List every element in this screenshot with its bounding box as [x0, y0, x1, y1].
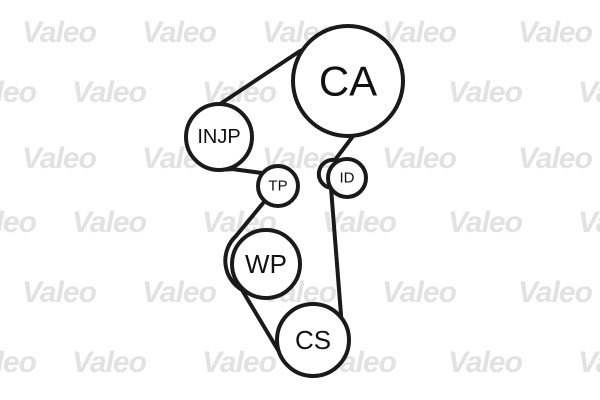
watermark-layer: Valeo Valeo Valeo Valeo Valeo Valeo Vale…	[0, 16, 600, 379]
watermark: Valeo	[382, 16, 457, 49]
pulley-cs: CS	[275, 302, 351, 378]
watermark: Valeo	[448, 346, 523, 379]
pulley-wp: WP	[230, 228, 302, 300]
pulley-id-circle	[326, 157, 368, 199]
pulley-id: ID	[326, 157, 368, 199]
pulley-wp-label: WP	[245, 249, 287, 279]
watermark: Valeo	[0, 206, 37, 239]
pulley-cs-label: CS	[295, 325, 331, 355]
watermark: Valeo	[382, 142, 457, 175]
pulley-ca-label: CA	[319, 58, 377, 105]
watermark: Valeo	[22, 142, 97, 175]
pulley-ca-circle	[291, 24, 405, 138]
watermark: Valeo	[22, 16, 97, 49]
watermark: Valeo	[72, 206, 147, 239]
pulley-tp: TP	[256, 164, 300, 208]
watermark: Valeo	[72, 346, 147, 379]
watermark: Valeo	[448, 76, 523, 109]
watermark: Valeo	[518, 142, 593, 175]
watermark: Valeo	[0, 76, 37, 109]
pulley-injp-label: INJP	[197, 126, 240, 148]
watermark: Valeo	[142, 276, 217, 309]
watermark: Valeo	[578, 206, 600, 239]
watermark: Valeo	[578, 76, 600, 109]
watermark: Valeo	[202, 346, 277, 379]
watermark: Valeo	[72, 76, 147, 109]
watermark: Valeo	[578, 346, 600, 379]
watermark: Valeo	[22, 276, 97, 309]
pulley-tp-circle	[256, 164, 300, 208]
pulley-wp-circle	[230, 228, 302, 300]
pulley-injp: INJP	[184, 102, 254, 172]
pulley-injp-circle	[184, 102, 254, 172]
pulley-tp-label: TP	[268, 178, 287, 195]
watermark: Valeo	[142, 16, 217, 49]
watermark: Valeo	[518, 16, 593, 49]
pulley-id-label: ID	[340, 170, 355, 187]
watermark: Valeo	[382, 276, 457, 309]
watermark: Valeo	[0, 346, 37, 379]
watermark: Valeo	[448, 206, 523, 239]
watermark: Valeo	[518, 276, 593, 309]
pulley-cs-circle	[275, 302, 351, 378]
pulley-ca: CA	[291, 24, 405, 138]
